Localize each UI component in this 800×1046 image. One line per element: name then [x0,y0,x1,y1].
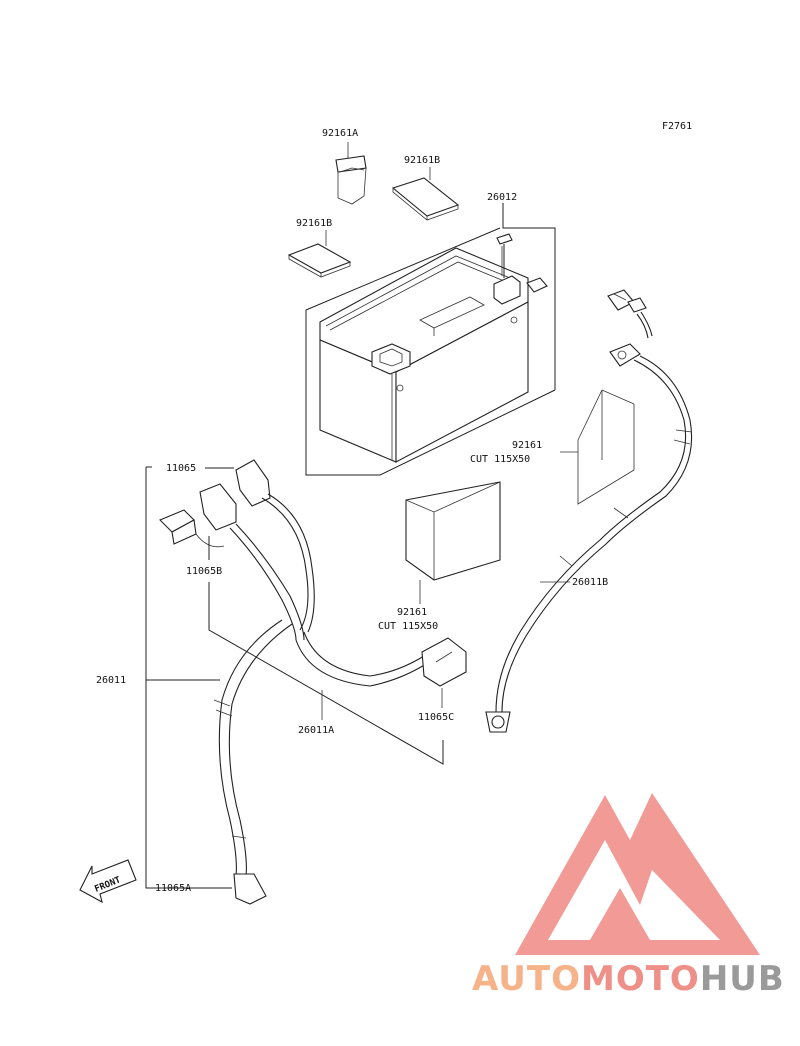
label-11065A: 11065A [155,883,191,894]
label-92161-right-cut: CUT 115X50 [470,454,530,465]
figure-code: F2761 [662,121,692,132]
label-26011A: 26011A [298,725,334,736]
pad-92161-right [560,389,635,505]
label-26012: 26012 [487,192,517,203]
front-arrow: FRONT [79,859,137,904]
pad-92161B-left [287,230,352,278]
label-92161A: 92161A [322,128,358,139]
pad-92161A [335,142,367,205]
cable-26011B [485,289,693,733]
pad-92161-center [405,481,501,604]
nut-26012 [526,277,548,293]
bolt-26012 [496,233,513,278]
label-26011B: 26011B [572,577,608,588]
label-92161-center: 92161 [397,607,427,618]
label-92161B-left: 92161B [296,218,332,229]
label-11065B: 11065B [186,566,222,577]
label-26011: 26011 [96,675,126,686]
label-92161-center-cut: CUT 115X50 [378,621,438,632]
pad-92161B-right [391,167,460,221]
label-11065C: 11065C [418,712,454,723]
wordmark-hub: HUB [699,959,785,999]
label-11065: 11065 [166,463,196,474]
leader-26012 [502,203,556,390]
cable-26011 [145,459,467,905]
label-92161-right: 92161 [512,440,542,451]
label-92161B-right: 92161B [404,155,440,166]
battery [319,247,529,463]
watermark-wordmark: AUTOMOTOHUB [472,962,785,996]
battery-frame [305,227,556,476]
wordmark-auto: AUTO [472,959,581,999]
watermark-logo-icon [515,793,760,955]
wordmark-moto: MOTO [580,959,700,999]
